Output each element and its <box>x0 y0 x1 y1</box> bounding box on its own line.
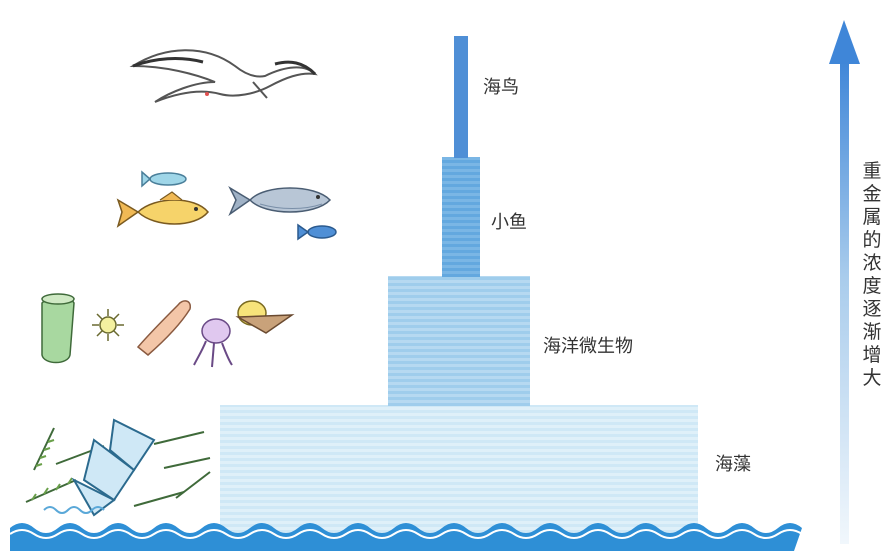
label-seabird: 海鸟 <box>483 77 519 98</box>
seagull-icon <box>129 49 318 103</box>
axis-label-char: 重 <box>862 160 882 182</box>
axis-label-char: 的 <box>862 229 882 251</box>
axis-label-char: 渐 <box>862 321 882 343</box>
axis-label-char: 增 <box>862 344 882 366</box>
seaweed-icon <box>25 418 211 517</box>
label-marine-microorganisms: 海洋微生物 <box>543 336 633 357</box>
tier-seaweed <box>220 405 698 533</box>
tier-seabird <box>454 36 468 158</box>
tier-marine-microorganisms <box>388 276 530 406</box>
axis-label-char: 逐 <box>862 298 882 320</box>
axis-label-char: 属 <box>862 206 882 228</box>
microorganism-icon <box>41 293 295 368</box>
axis-label-char: 浓 <box>862 252 882 274</box>
axis-label-char: 金 <box>862 183 882 205</box>
label-small-fish: 小鱼 <box>491 212 527 233</box>
axis-label-char: 度 <box>862 275 882 297</box>
tier-small-fish <box>442 157 480 277</box>
concentration-axis-label: 重金属的浓度逐渐增大 <box>860 160 884 390</box>
axis-label-char: 大 <box>862 367 882 389</box>
fish-icon <box>116 170 337 241</box>
label-seaweed: 海藻 <box>715 454 751 475</box>
